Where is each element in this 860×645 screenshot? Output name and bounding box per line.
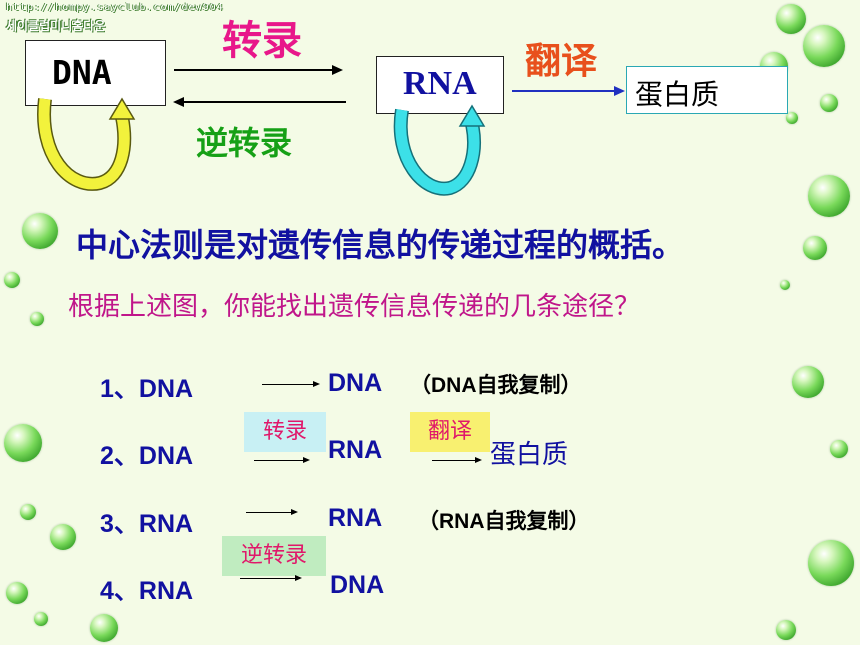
pathway-2-translation-tag: 翻译 bbox=[410, 412, 490, 452]
rna-label: RNA bbox=[403, 65, 477, 102]
pathway-3-note: （RNA自我复制） bbox=[418, 510, 590, 533]
pathway-1-arrow bbox=[262, 381, 320, 387]
pathway-2-arrow-2 bbox=[432, 457, 482, 463]
protein-box: 蛋白质 bbox=[626, 66, 788, 114]
protein-label: 蛋白质 bbox=[635, 78, 720, 111]
dna-replication-curve bbox=[37, 97, 136, 191]
translation-label: 翻译 bbox=[525, 41, 598, 82]
dna-box: DNA bbox=[25, 40, 166, 106]
pathway-4-from: 4、RNA bbox=[100, 577, 194, 605]
pathway-1-note: （DNA自我复制） bbox=[410, 374, 582, 397]
reverse-transcription-arrow bbox=[184, 101, 346, 103]
watermark-korean: 세이클럽미니홈다운 bbox=[6, 19, 106, 33]
reverse-transcription-label: 逆转录 bbox=[196, 124, 293, 162]
pathway-2-arrow-1 bbox=[254, 457, 310, 463]
pathway-2-protein: 蛋白质 bbox=[490, 440, 569, 470]
question-text: 根据上述图，你能找出遗传信息传递的几条途径？ bbox=[68, 292, 641, 322]
watermark-url: http://hompy.sayclub.com/dew904 bbox=[6, 2, 224, 13]
translation-arrowhead bbox=[614, 86, 625, 96]
pathway-2-transcription-tag: 转录 bbox=[244, 412, 326, 452]
translation-arrow bbox=[512, 90, 616, 92]
rna-replication-curve bbox=[393, 104, 486, 196]
transcription-arrow bbox=[174, 69, 332, 71]
transcription-label: 转录 bbox=[222, 18, 302, 64]
rna-box: RNA bbox=[376, 56, 504, 114]
transcription-arrowhead bbox=[332, 65, 343, 75]
pathway-1-to: DNA bbox=[328, 369, 383, 397]
pathway-1-from: 1、DNA bbox=[100, 375, 194, 403]
pathway-4-arrow bbox=[240, 575, 302, 581]
pathway-4-to: DNA bbox=[330, 571, 385, 599]
pathway-2-from: 2、DNA bbox=[100, 442, 194, 470]
pathway-3-from: 3、RNA bbox=[100, 510, 194, 538]
pathway-3-to: RNA bbox=[328, 504, 383, 532]
dna-label: DNA bbox=[52, 53, 112, 92]
reverse-transcription-arrowhead bbox=[173, 97, 184, 107]
pathway-2-to: RNA bbox=[328, 436, 383, 464]
pathway-4-reverse-transcription-tag: 逆转录 bbox=[222, 536, 326, 576]
pathway-3-arrow bbox=[246, 509, 298, 515]
central-dogma-statement: 中心法则是对遗传信息的传递过程的概括。 bbox=[76, 226, 685, 264]
